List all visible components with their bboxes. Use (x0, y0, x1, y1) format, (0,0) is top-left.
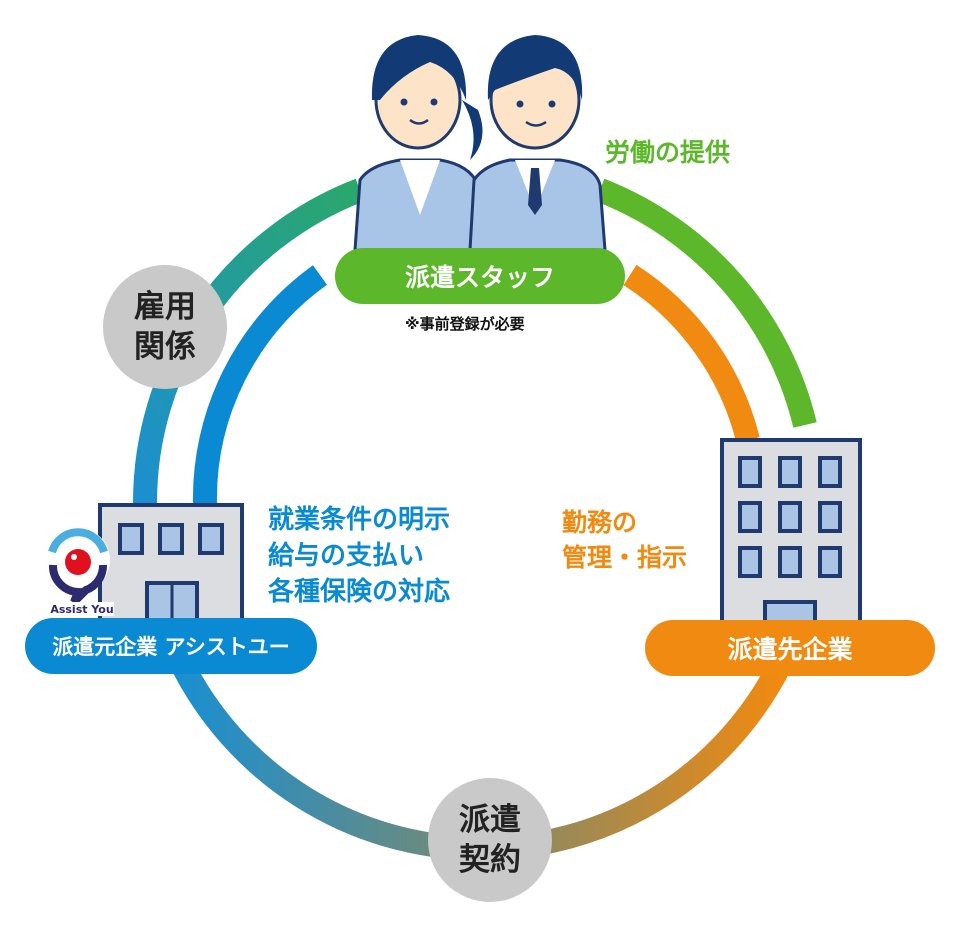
labor-arc (595, 178, 817, 428)
staff-label: 派遣スタッフ (335, 248, 625, 304)
management-label: 勤務の 管理・指示 (562, 505, 687, 575)
agency-duty-3: 各種保険の対応 (268, 577, 451, 607)
contract-line-2: 契約 (459, 842, 521, 878)
labor-provision-label: 労働の提供 (605, 138, 731, 167)
staff-registration-note: ※事前登録が必要 (405, 315, 525, 333)
assist-you-logo: Assist You (46, 528, 114, 616)
contract-line-1: 派遣 (459, 802, 521, 838)
employment-line-2: 関係 (134, 329, 196, 365)
agency-label-text: 派遣元企業 アシストユー (52, 635, 290, 659)
contract-relation-badge: 派遣契約 (428, 778, 552, 902)
staff-label-text: 派遣スタッフ (404, 263, 555, 292)
employment-relation-badge: 雇用関係 (103, 265, 227, 389)
client-label-text: 派遣先企業 (727, 635, 853, 664)
management-line-1: 勤務の (562, 508, 638, 537)
agency-duties-label: 就業条件の明示 給与の支払い 各種保険の対応 (268, 502, 450, 610)
agency-duties-arc (192, 265, 328, 506)
client-building-icon (720, 438, 862, 642)
svg-text:Assist You: Assist You (50, 603, 113, 616)
agency-building-icon (98, 503, 244, 627)
employment-line-1: 雇用 (134, 289, 196, 325)
staff-illustration (353, 35, 607, 252)
management-arc (623, 264, 760, 443)
client-label: 派遣先企業 (645, 620, 935, 676)
management-line-2: 管理・指示 (562, 543, 688, 572)
agency-label: 派遣元企業 アシストユー (25, 618, 317, 674)
agency-duty-2: 給与の支払い (268, 541, 425, 571)
agency-duty-1: 就業条件の明示 (268, 505, 451, 535)
